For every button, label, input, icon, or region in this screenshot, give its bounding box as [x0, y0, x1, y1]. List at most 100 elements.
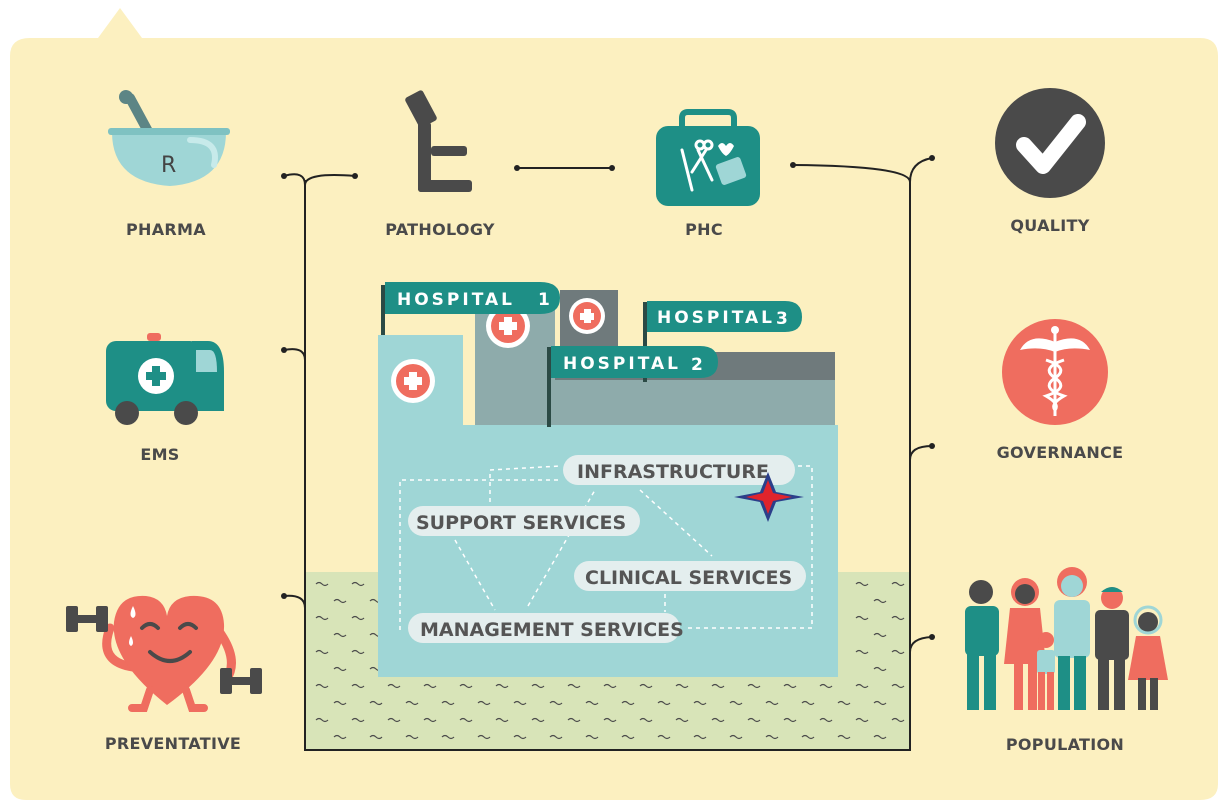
phc-label: PHC	[685, 220, 723, 239]
ground-wave	[891, 581, 905, 587]
ground-wave	[891, 615, 905, 621]
ground-wave	[819, 683, 833, 689]
ground-wave	[603, 717, 617, 723]
ground-wave	[585, 734, 599, 740]
population-label: POPULATION	[1005, 735, 1125, 754]
ground-wave	[315, 581, 329, 587]
ground-wave	[729, 700, 743, 706]
heart-dumbbell-icon	[66, 595, 262, 712]
hospital-1-number: 1	[538, 290, 553, 310]
hospital-cross-icon	[391, 359, 435, 403]
ground-wave	[783, 683, 797, 689]
management-services-pill	[408, 613, 680, 643]
ground-wave	[333, 666, 347, 672]
ground-wave	[315, 615, 329, 621]
ambulance-icon	[106, 333, 224, 425]
ground-wave	[855, 683, 869, 689]
ground-wave	[855, 649, 869, 655]
ground-wave	[423, 683, 437, 689]
mortar-pestle-icon: R	[108, 90, 230, 186]
ground-wave	[711, 717, 725, 723]
services-network: INFRASTRUCTURE SUPPORT SERVICES CLINICAL…	[399, 455, 813, 643]
ground-wave	[765, 734, 779, 740]
ground-wave	[423, 717, 437, 723]
ground-wave	[531, 717, 545, 723]
ground-wave	[351, 717, 365, 723]
ground-wave	[477, 734, 491, 740]
ground-wave	[675, 683, 689, 689]
ems-label: EMS	[140, 445, 180, 464]
ground-wave	[333, 734, 347, 740]
connector-lines	[283, 157, 933, 751]
ground-wave	[351, 615, 365, 621]
ground-wave	[351, 581, 365, 587]
ground-wave	[783, 717, 797, 723]
governance-label: GOVERNANCE	[996, 443, 1124, 462]
infrastructure-pill	[563, 455, 795, 485]
ground-wave	[891, 683, 905, 689]
ground-wave	[351, 649, 365, 655]
hospital-1-label: HOSPITAL	[397, 290, 515, 310]
ground-wave	[765, 700, 779, 706]
ground-wave	[351, 683, 365, 689]
hospital-1-flag: HOSPITAL 1	[381, 282, 560, 335]
checkmark-icon	[995, 88, 1105, 198]
hospital-3-number: 3	[776, 309, 791, 329]
ground-wave	[333, 700, 347, 706]
ground-wave	[837, 700, 851, 706]
clinical-services-label: CLINICAL SERVICES	[585, 567, 792, 589]
ground-wave	[639, 683, 653, 689]
ground-wave	[747, 683, 761, 689]
ground-wave	[333, 598, 347, 604]
ground-wave	[513, 734, 527, 740]
ground-wave	[567, 683, 581, 689]
ground-wave	[873, 700, 887, 706]
ground-wave	[801, 700, 815, 706]
ground-wave	[387, 683, 401, 689]
connector-dots	[281, 155, 935, 640]
ground-wave	[657, 734, 671, 740]
ground-wave	[801, 734, 815, 740]
clinical-services-pill	[574, 561, 806, 591]
ground-wave	[873, 734, 887, 740]
pharma-r-letter: R	[161, 153, 176, 178]
hospital-2-label: HOSPITAL	[563, 354, 681, 374]
ground-wave	[441, 700, 455, 706]
ground-wave	[855, 615, 869, 621]
medical-kit-icon	[656, 109, 760, 206]
family-icon	[965, 567, 1168, 710]
ground-wave	[837, 734, 851, 740]
ground-wave	[405, 700, 419, 706]
ground-wave	[693, 734, 707, 740]
ground-wave	[729, 734, 743, 740]
quality-label: QUALITY	[1010, 216, 1090, 235]
ground-wave	[621, 700, 635, 706]
ground-wave	[891, 649, 905, 655]
ground-wave	[459, 717, 473, 723]
ground-wave	[747, 717, 761, 723]
support-services-label: SUPPORT SERVICES	[416, 512, 626, 534]
ground-wave	[531, 683, 545, 689]
ground-wave	[459, 683, 473, 689]
ground-wave	[513, 700, 527, 706]
ground-wave	[855, 717, 869, 723]
pharma-label: PHARMA	[126, 220, 206, 239]
ground-wave	[603, 683, 617, 689]
ground-wave	[477, 700, 491, 706]
ground-wave	[495, 717, 509, 723]
ground-wave	[315, 649, 329, 655]
ground-wave	[621, 734, 635, 740]
ground-wave	[567, 717, 581, 723]
support-services-pill	[408, 506, 640, 536]
ground-wave	[873, 632, 887, 638]
ground-wave	[369, 734, 383, 740]
service-links	[399, 465, 813, 630]
ground-wave	[639, 717, 653, 723]
ground-wave	[405, 734, 419, 740]
hospital-3-label: HOSPITAL	[657, 308, 775, 328]
ground-wave	[369, 700, 383, 706]
ground-wave	[315, 717, 329, 723]
pathology-label: PATHOLOGY	[385, 220, 495, 239]
ground-wave	[549, 734, 563, 740]
